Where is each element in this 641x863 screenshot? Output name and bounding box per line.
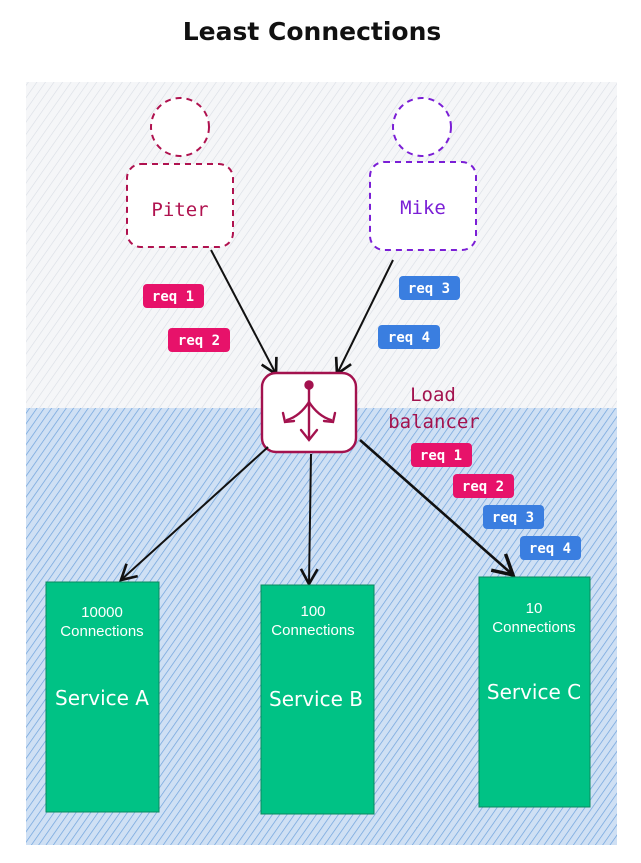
- user-mike: Mike: [369, 97, 477, 251]
- user-piter: Piter: [126, 97, 234, 248]
- service-name: Service B: [269, 687, 363, 711]
- client-zone: [26, 82, 617, 410]
- service-b: 100 Connections Service B: [260, 584, 375, 815]
- service-box: [260, 584, 375, 815]
- service-connections-label: Connections: [271, 622, 354, 639]
- load-balancer: Load balancer: [260, 371, 480, 454]
- request-badge: req 4: [520, 536, 581, 560]
- diagram-title: Least Connections: [183, 17, 442, 46]
- svg-text:req 1: req 1: [420, 448, 462, 464]
- service-connections-label: Connections: [60, 623, 143, 640]
- user-body: [369, 161, 477, 251]
- svg-text:req 2: req 2: [462, 479, 504, 495]
- request-badge: req 2: [168, 328, 230, 352]
- svg-text:req 3: req 3: [408, 281, 450, 297]
- request-badge: req 1: [143, 284, 204, 308]
- svg-text:req 1: req 1: [152, 289, 194, 305]
- request-badge: req 2: [453, 474, 514, 498]
- arrow-lb-to-service-c: [359, 439, 516, 578]
- service-name: Service A: [55, 686, 149, 710]
- request-badge: req 1: [411, 443, 472, 467]
- split-arrows-icon: [281, 380, 337, 442]
- service-box: [45, 581, 160, 813]
- service-connections-label: Connections: [492, 619, 575, 636]
- request-badge: req 4: [378, 325, 440, 349]
- load-balancer-label-line1: Load: [410, 384, 456, 406]
- load-balancer-label-line2: balancer: [388, 411, 480, 433]
- user-head: [392, 97, 452, 157]
- service-connections-count: 100: [300, 603, 325, 620]
- user-name-mike: Mike: [400, 197, 446, 219]
- svg-text:req 3: req 3: [492, 510, 534, 526]
- service-connections-count: 10000: [81, 604, 123, 621]
- user-head: [150, 97, 210, 157]
- user-name-piter: Piter: [151, 199, 208, 221]
- arrow-lb-to-service-a: [118, 446, 269, 582]
- service-a: 10000 Connections Service A: [45, 581, 160, 813]
- arrow-lb-to-service-b: [299, 453, 319, 587]
- arrow-mike-to-lb: [334, 259, 394, 377]
- svg-text:req 2: req 2: [178, 333, 220, 349]
- service-c: 10 Connections Service C: [478, 576, 591, 808]
- service-box: [478, 576, 591, 808]
- service-connections-count: 10: [526, 600, 543, 617]
- request-badge: req 3: [399, 276, 460, 300]
- svg-text:req 4: req 4: [388, 330, 430, 346]
- svg-text:req 4: req 4: [529, 541, 571, 557]
- request-badge: req 3: [483, 505, 544, 529]
- service-name: Service C: [487, 680, 581, 704]
- arrow-piter-to-lb: [210, 249, 278, 377]
- user-body: [126, 163, 234, 248]
